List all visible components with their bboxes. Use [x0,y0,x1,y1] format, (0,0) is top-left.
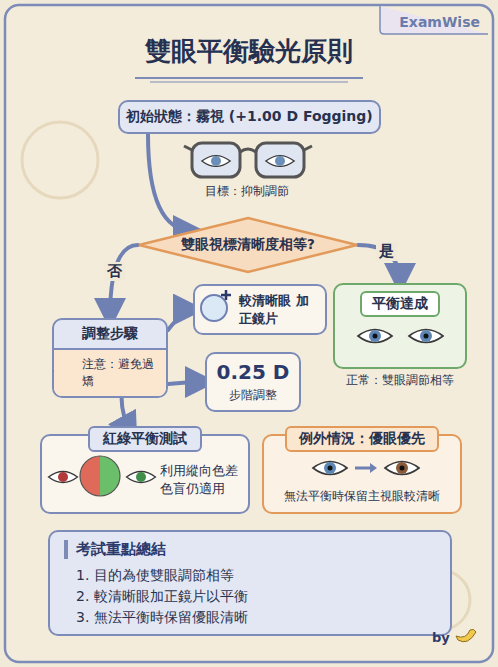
flow-arrow [168,382,205,384]
flow-arrow [148,134,193,231]
process-box: 調整步驟注意：避免過矯 [52,318,168,398]
dominant-eye-icons [313,462,419,475]
brand-label: ExamWise [399,14,480,30]
credit-label: by [432,630,450,645]
test-box: 紅綠平衡測試利用縱向色差 色盲仍適用 [40,434,250,514]
page-frame [5,5,493,662]
brand-tab [380,6,488,34]
glasses-illustration [184,143,312,177]
step-box: 0.25 D 步階調整 [205,352,301,412]
node-text: 無法平衡時保留主視眼較清晰 [270,488,454,505]
node-text: 注意：避免過矯 [54,350,166,396]
node-heading: 紅綠平衡測試 [88,426,202,452]
node-heading: 調整步驟 [54,320,166,350]
node-text: 步階調整 [213,387,293,404]
node-text: 2. 較清晰眼加正鏡片以平衡 [56,586,444,607]
action-box: 較清晰眼 加正鏡片 [193,284,327,335]
exception-box: 例外情況：優眼優先無法平衡時保留主視眼較清晰 [262,434,462,514]
node-text: 1. 目的為使雙眼調節相等 [56,565,444,586]
lens-icon [201,290,231,321]
title-underline [135,77,363,79]
node-heading: 0.25 D [213,360,293,384]
red-green-icons [49,456,156,496]
diagram-title: 雙眼平衡驗光原則 [0,34,498,69]
node-text: 利用縱向色差 色盲仍適用 [160,462,248,497]
coffee-stain [22,122,98,198]
edge-label: 否 [104,262,125,281]
node-heading: 考試重點總結 [64,540,444,559]
decision-diamond: 雙眼視標清晰度相等? [138,217,358,273]
flow-arrow [110,245,138,318]
warning-icon [54,354,74,371]
node-heading: 雙眼視標清晰度相等? [181,236,315,254]
title-underline [150,82,348,83]
flow-arrow [168,310,193,330]
node-heading: 例外情況：優眼優先 [285,426,439,452]
node-text: 3. 無法平衡時保留優眼清晰 [56,607,444,628]
balanced-eyes [358,330,443,343]
goal-label: 目標：抑制調節 [205,183,289,200]
banana-icon [456,629,476,641]
node-heading: 初始狀態：霧視 (+1.00 D Fogging) [126,108,373,126]
node-text: 正常：雙眼調節相等 [325,372,475,389]
edge-label: 是 [376,242,397,261]
start-box: 初始狀態：霧視 (+1.00 D Fogging) [118,100,381,134]
result-box: 平衡達成正常：雙眼調節相等 [333,283,467,369]
node-heading: 平衡達成 [360,291,440,317]
node-heading: 較清晰眼 加正鏡片 [201,292,319,327]
summary-box: 考試重點總結 1. 目的為使雙眼調節相等2. 較清晰眼加正鏡片以平衡3. 無法平衡… [48,530,452,636]
